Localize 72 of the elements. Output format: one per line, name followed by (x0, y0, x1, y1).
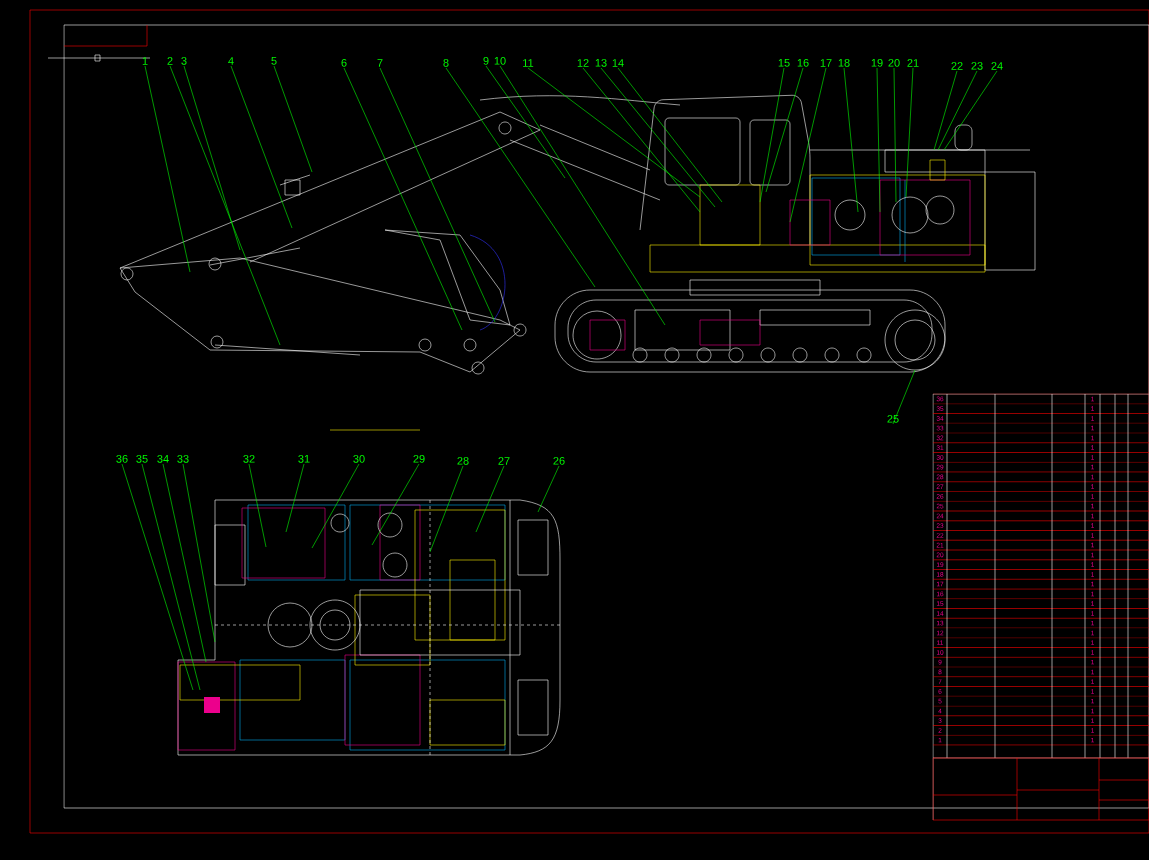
leader-line (617, 67, 723, 203)
callout-number: 32 (243, 454, 255, 463)
callout-number: 5 (271, 57, 277, 65)
callout-number: 4 (228, 57, 234, 65)
leader-line (285, 463, 305, 533)
leader-line (162, 463, 207, 663)
callout-number: 13 (595, 58, 607, 67)
callout-number: 34 (157, 454, 169, 463)
leader-line (445, 67, 596, 288)
leader-line (311, 463, 360, 549)
callout-number: 28 (457, 456, 469, 465)
leader-line (876, 67, 881, 213)
leader-line (600, 67, 716, 208)
leader-line (144, 65, 191, 273)
callout-number: 31 (298, 454, 310, 463)
leader-line (789, 67, 827, 223)
leader-line (933, 70, 958, 151)
callout-number: 16 (797, 58, 809, 67)
leader-line (943, 70, 998, 151)
callout-number: 29 (413, 454, 425, 463)
leader-line (765, 67, 804, 193)
callout-number: 30 (353, 454, 365, 463)
leader-line (485, 65, 566, 179)
callout-number: 6 (341, 58, 347, 67)
leader-line (343, 67, 463, 331)
callout-number: 20 (888, 58, 900, 67)
leader-line (379, 67, 496, 323)
leader-line (537, 465, 560, 513)
callout-number: 11 (523, 59, 534, 67)
leader-line (141, 463, 201, 691)
callout-number: 26 (553, 456, 565, 465)
callout-number: 8 (443, 58, 449, 67)
leader-line (371, 463, 420, 546)
callout-number: 1 (142, 57, 148, 65)
leader-line (230, 65, 293, 229)
leader-line (893, 67, 897, 203)
leader-line (499, 65, 666, 326)
leader-line (582, 67, 701, 213)
leader-line (121, 463, 194, 691)
leader-line (429, 465, 464, 553)
callout-number: 33 (177, 454, 189, 463)
callout-number: 25 (887, 414, 899, 423)
leader-line (169, 65, 281, 346)
callout-number: 15 (778, 59, 790, 67)
callout-number: 3 (181, 56, 187, 65)
callout-number: 22 (951, 62, 963, 70)
callout-number: 19 (871, 58, 883, 67)
callout-number: 36 (116, 454, 128, 463)
leader-line (759, 67, 785, 203)
leader-line (527, 67, 701, 198)
callout-number: 18 (838, 58, 850, 67)
leader-line (273, 65, 313, 173)
callout-number: 23 (971, 61, 983, 70)
callout-number: 14 (612, 59, 624, 67)
callout-number: 12 (577, 59, 589, 67)
callout-number: 7 (377, 59, 383, 67)
callout-number: 35 (136, 454, 148, 463)
callout-number: 10 (494, 56, 506, 65)
callout-number: 9 (483, 56, 489, 65)
leader-line (182, 463, 216, 643)
leader-line (843, 67, 859, 213)
callout-number: 21 (907, 59, 919, 67)
leader-line (937, 70, 978, 151)
leader-line (183, 65, 241, 251)
callout-number: 17 (820, 59, 832, 67)
callout-number: 2 (167, 57, 173, 65)
callout-number: 24 (991, 62, 1003, 70)
leader-line (905, 67, 914, 198)
leader-line (892, 369, 916, 425)
leader-line (475, 465, 505, 533)
leader-line (248, 463, 267, 548)
callout-number: 27 (498, 457, 510, 465)
